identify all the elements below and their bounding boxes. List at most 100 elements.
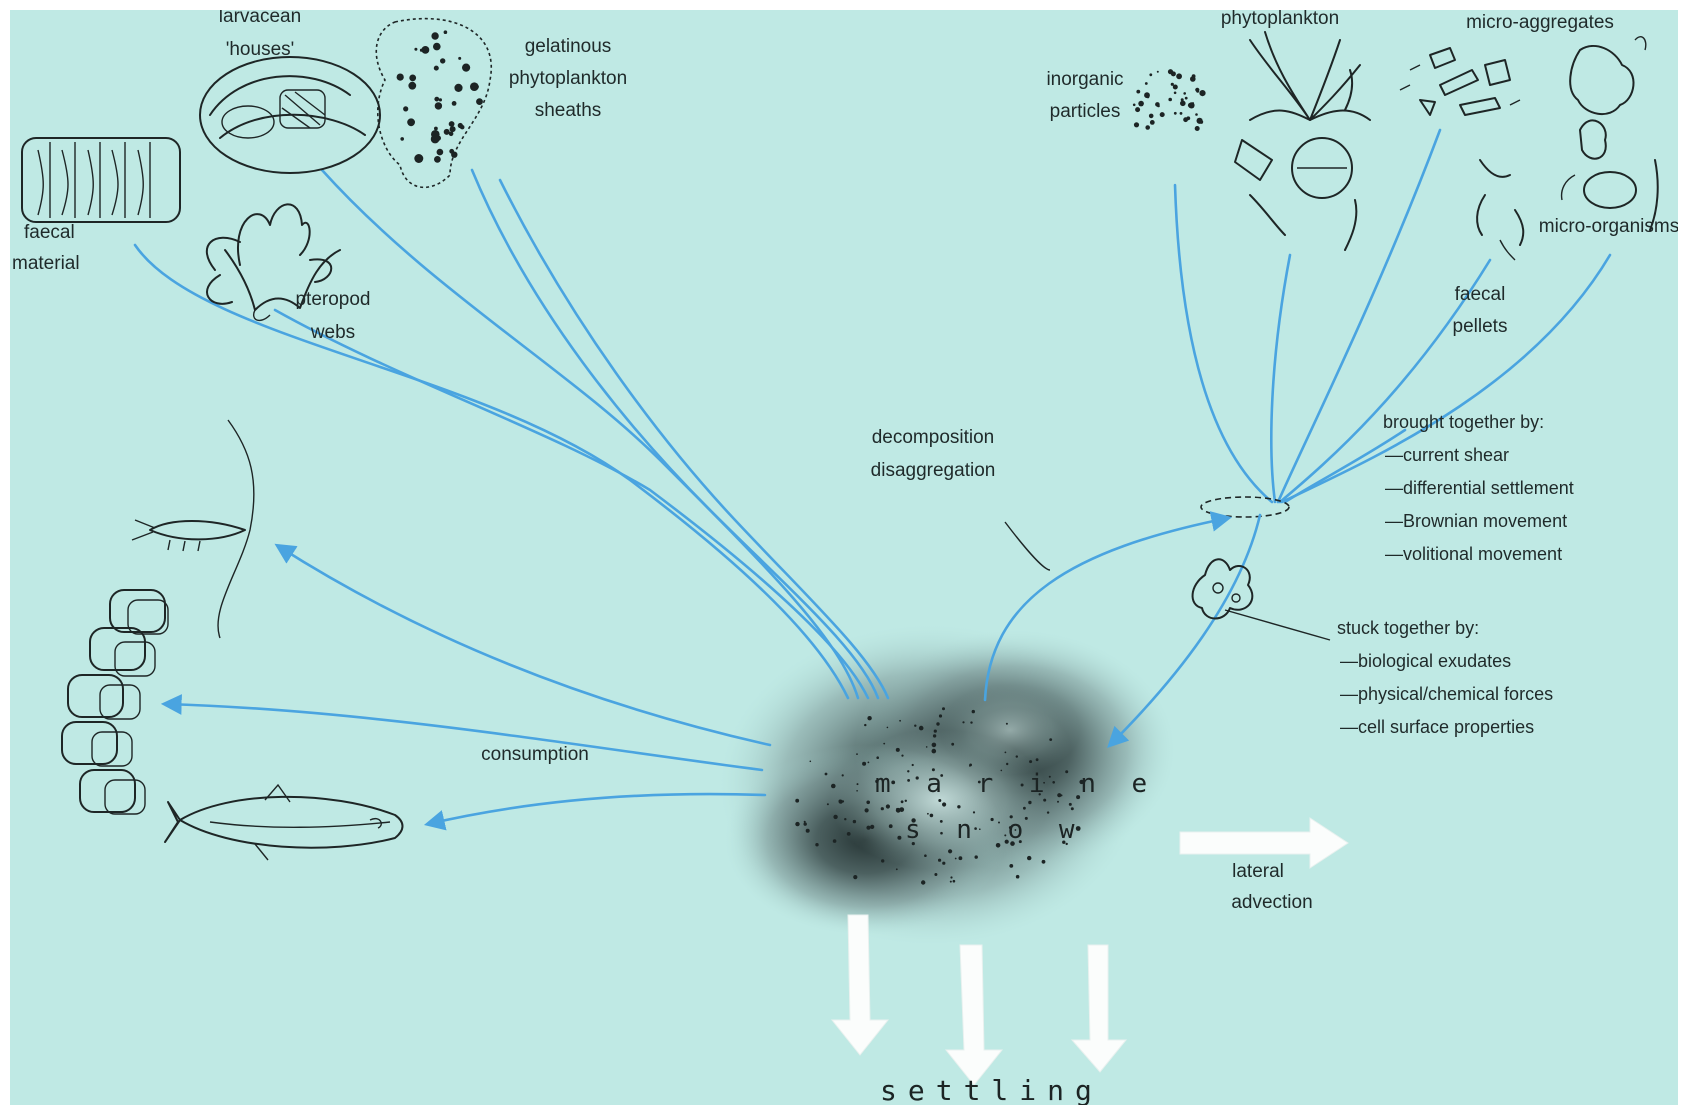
speck <box>437 149 444 156</box>
speck <box>942 862 945 865</box>
snow-word: s n o w <box>905 815 1085 845</box>
brought-item: —Brownian movement <box>1385 511 1567 531</box>
speck <box>409 75 416 82</box>
speck <box>1049 738 1052 741</box>
speck <box>969 764 972 767</box>
speck <box>1185 97 1188 100</box>
svg-text:advection: advection <box>1231 892 1312 913</box>
faecal-material-sketch <box>22 138 180 222</box>
speck <box>407 118 415 126</box>
speck <box>901 800 904 803</box>
speck <box>942 802 946 806</box>
speck <box>950 881 952 883</box>
speck <box>1195 113 1198 116</box>
speck <box>1057 801 1059 803</box>
decomposition-pointer <box>1005 522 1050 570</box>
speck <box>897 836 901 840</box>
svg-text:material: material <box>12 253 80 274</box>
speck <box>932 749 937 754</box>
speck <box>454 84 462 92</box>
speck <box>1147 96 1150 99</box>
speck <box>962 721 964 723</box>
consumption-flows <box>165 546 770 824</box>
speck <box>1195 126 1200 131</box>
fish-sketch <box>165 785 403 860</box>
stuck-item: —physical/chemical forces <box>1340 684 1553 704</box>
speck <box>1043 799 1046 802</box>
stuck-item: —cell surface properties <box>1340 717 1534 737</box>
speck <box>857 783 859 785</box>
left-input-flows <box>135 170 888 698</box>
svg-text:consumption: consumption <box>481 744 589 765</box>
speck <box>1023 807 1026 810</box>
arrow-to-copepod <box>278 546 770 745</box>
speck <box>1016 755 1018 757</box>
speck <box>957 805 960 808</box>
speck <box>1145 82 1148 85</box>
svg-text:decomposition: decomposition <box>872 427 995 448</box>
speck <box>476 98 483 105</box>
speck <box>804 822 807 825</box>
speck <box>1016 875 1020 879</box>
stuck-aggregate-sketch <box>1193 559 1253 618</box>
speck <box>919 726 924 731</box>
flow-pteropod <box>275 310 868 698</box>
speck <box>1027 856 1031 860</box>
speck <box>1171 83 1174 86</box>
speck <box>950 876 952 878</box>
speck <box>868 762 870 764</box>
diagram-svg: m a r i n e s n o w <box>10 10 1678 1105</box>
speck <box>1149 114 1154 119</box>
speck <box>1071 807 1074 810</box>
speck <box>1183 117 1188 122</box>
speck <box>1138 101 1144 107</box>
speck <box>881 807 884 810</box>
speck <box>1145 125 1150 130</box>
speck <box>939 714 942 717</box>
label-pteropod: pteropod webs <box>295 289 370 343</box>
speck <box>1005 752 1007 754</box>
speck <box>856 790 858 792</box>
speck <box>953 880 956 883</box>
phytoplankton-sketch <box>1235 32 1370 250</box>
speck <box>938 799 941 802</box>
speck <box>972 710 975 713</box>
label-inorganic: inorganic particles <box>1046 69 1123 122</box>
faecal-pellets-sketch <box>1477 160 1523 260</box>
speck <box>815 843 818 846</box>
speck <box>434 97 439 102</box>
speck <box>899 807 904 812</box>
speck <box>866 801 870 805</box>
svg-text:pteropod: pteropod <box>295 289 370 310</box>
micro-aggregates-sketch <box>1400 48 1520 115</box>
gelatinous-sheath-sketch <box>376 19 491 188</box>
speck <box>434 127 438 131</box>
flow-larvacean <box>322 170 858 698</box>
speck <box>905 800 907 802</box>
speck <box>1188 102 1194 108</box>
speck <box>948 849 952 853</box>
speck <box>1028 801 1031 804</box>
speck <box>933 734 936 737</box>
speck <box>1069 803 1072 806</box>
speck <box>842 800 844 802</box>
speck <box>1157 71 1159 73</box>
stuck-item: —biological exudates <box>1340 651 1511 671</box>
svg-text:gelatinous: gelatinous <box>525 36 612 57</box>
speck <box>449 149 454 154</box>
speck <box>867 716 871 720</box>
brought-item: —volitional movement <box>1385 544 1562 564</box>
speck <box>1160 112 1165 117</box>
speck <box>810 761 812 763</box>
flow-gelatinous <box>472 170 878 698</box>
speck <box>1134 122 1139 127</box>
speck <box>881 859 884 862</box>
speck <box>899 720 901 722</box>
label-gelatinous: gelatinous phytoplankton sheaths <box>509 36 627 121</box>
speck <box>839 800 842 803</box>
label-micro-aggregates: micro-aggregates <box>1466 12 1614 33</box>
label-lateral-advection: lateral advection <box>1231 861 1312 913</box>
speck <box>403 106 408 111</box>
speck <box>1180 112 1183 115</box>
speck <box>921 880 925 884</box>
